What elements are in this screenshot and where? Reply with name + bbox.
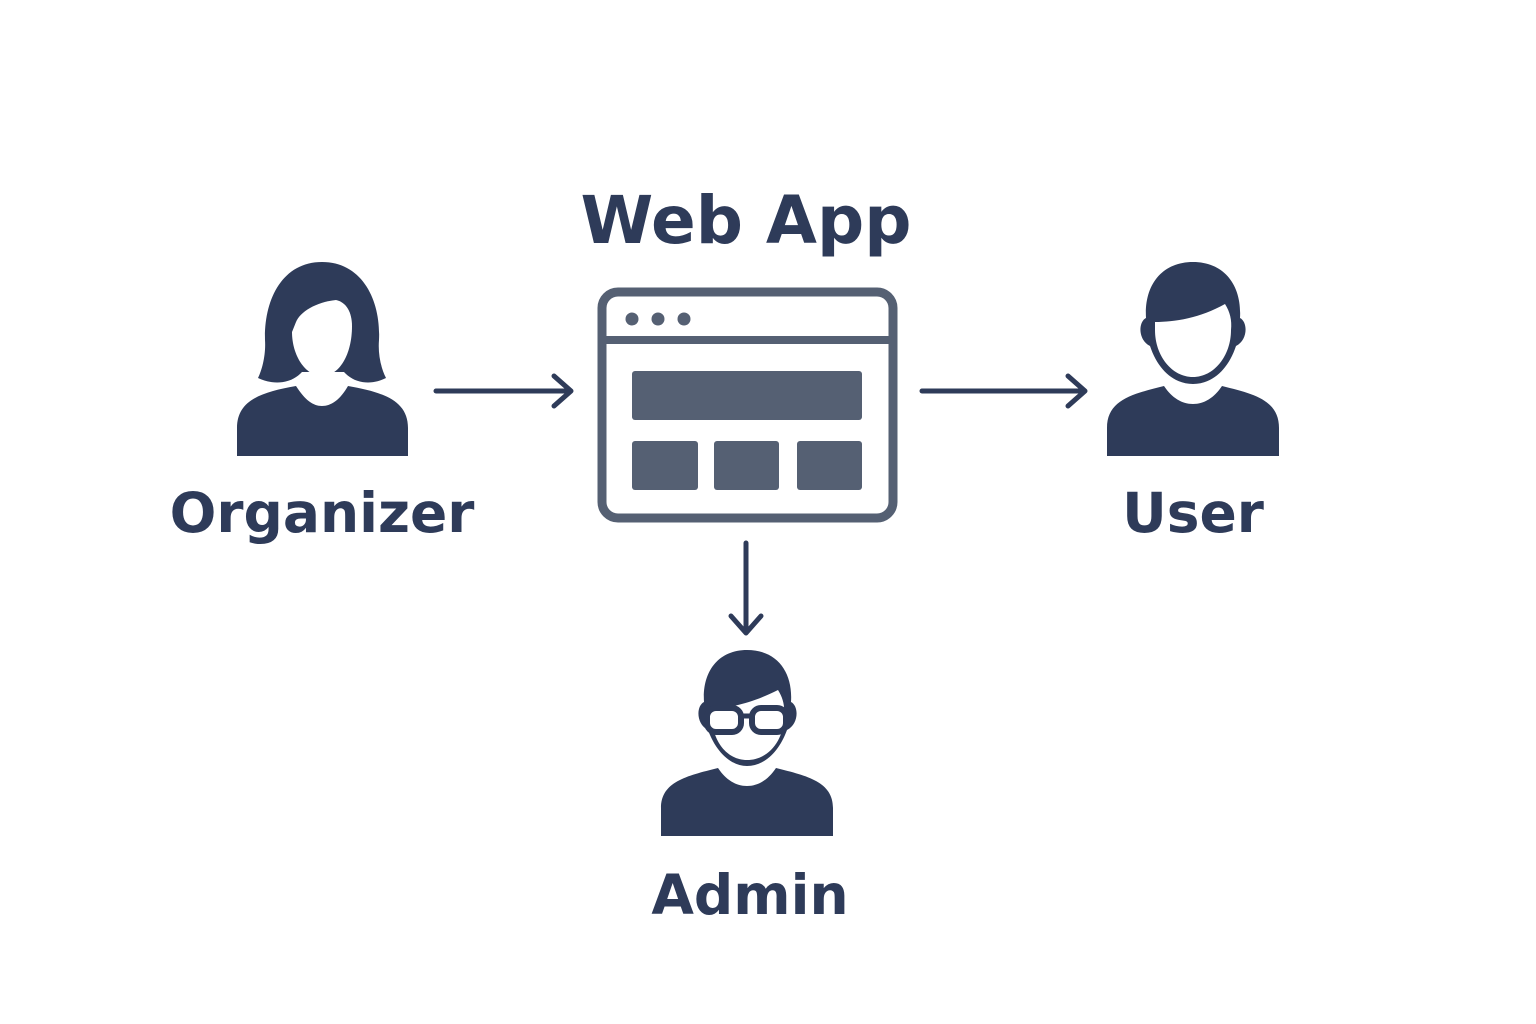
arrow-head-icon: [1065, 373, 1088, 409]
organizer-body: [237, 386, 408, 456]
user-body: [1107, 386, 1279, 456]
organizer-label: Organizer: [170, 481, 475, 545]
browser-window-icon[interactable]: [597, 287, 898, 523]
window-content-block: [797, 441, 862, 490]
window-frame: [597, 287, 898, 523]
window-dot-icon: [625, 312, 639, 326]
web-app-title: Web App: [581, 182, 912, 259]
arrow-webapp-to-admin: [728, 540, 764, 636]
admin-person-with-glasses-icon[interactable]: [661, 650, 833, 836]
window-dot-icon: [677, 312, 691, 326]
organizer-face: [292, 300, 352, 376]
arrow-head-icon: [551, 373, 574, 409]
window-dot-icon: [651, 312, 665, 326]
user-face: [1155, 304, 1232, 377]
arrow-head-icon: [728, 613, 764, 636]
admin-label: Admin: [651, 863, 848, 927]
admin-body: [661, 768, 833, 836]
arrow-organizer-to-webapp: [433, 373, 574, 409]
user-person-icon[interactable]: [1107, 262, 1279, 456]
window-content-block: [632, 441, 698, 490]
arrow-webapp-to-user: [919, 373, 1088, 409]
window-content-block: [714, 441, 779, 490]
organizer-person-icon[interactable]: [237, 262, 408, 456]
admin-glasses-icon: [704, 705, 789, 735]
window-banner-block: [632, 371, 862, 420]
user-label: User: [1122, 481, 1264, 545]
